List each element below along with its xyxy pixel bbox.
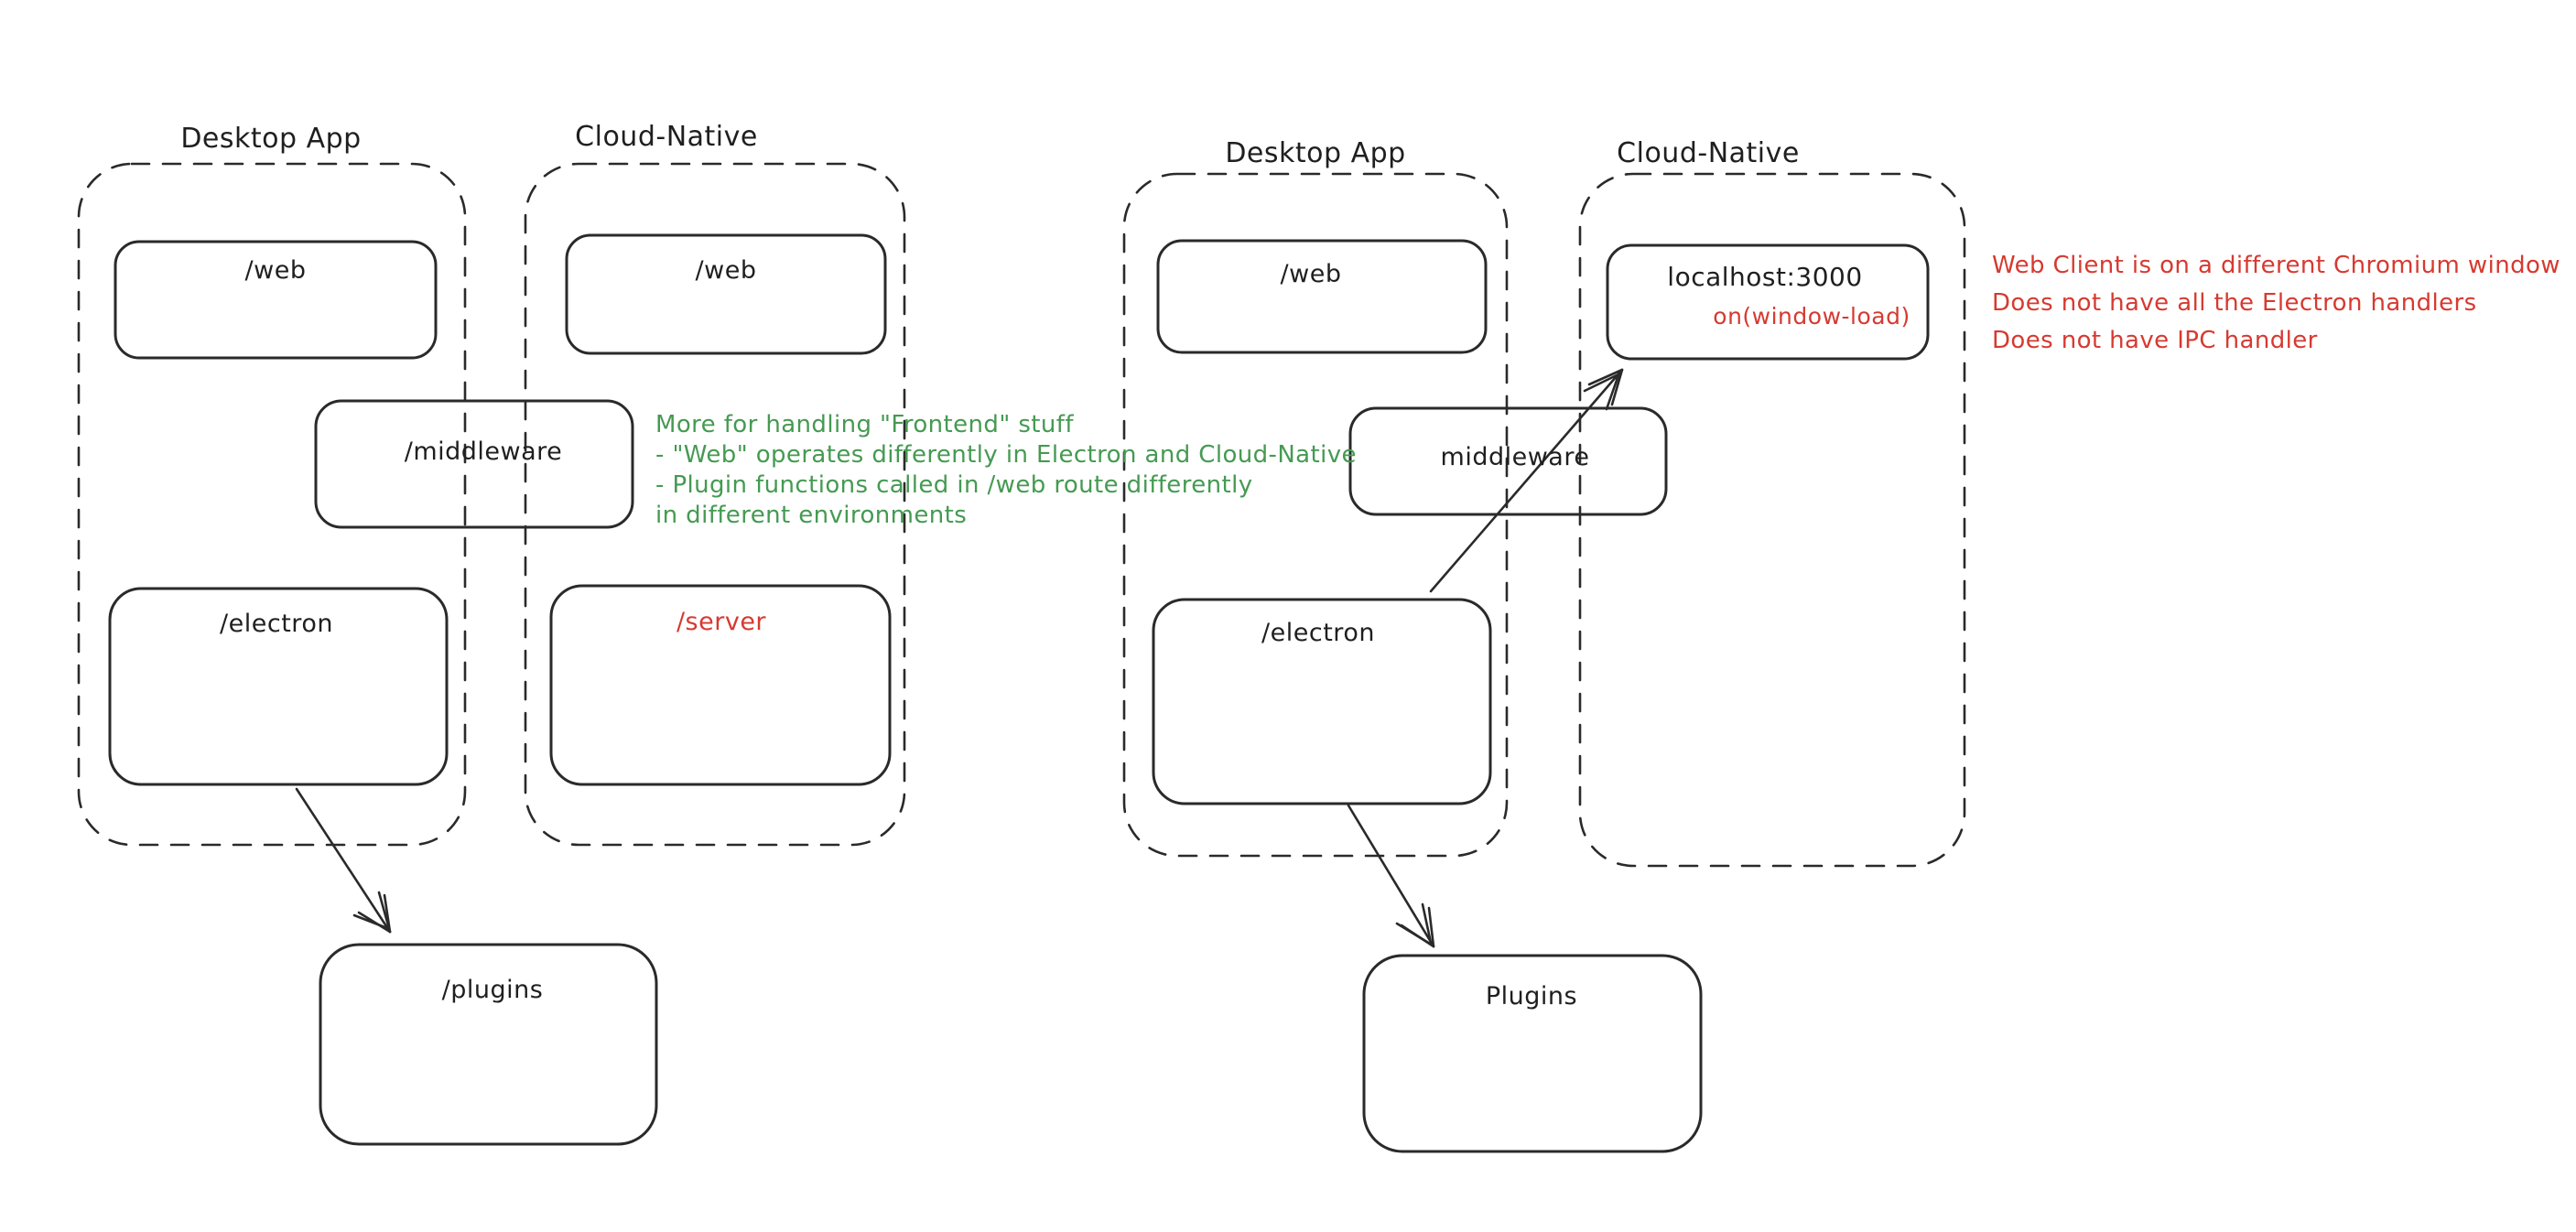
arrow-electron-to-plugins-left[interactable] bbox=[295, 787, 392, 934]
green-annotation-line1: More for handling "Frontend" stuff bbox=[655, 411, 1074, 438]
right-plugins-label[interactable]: Plugins bbox=[1485, 982, 1578, 1010]
left-server-box[interactable] bbox=[549, 584, 892, 786]
red-annotation-line1: Web Client is on a different Chromium wi… bbox=[1992, 252, 2560, 279]
right-desktop-app-label[interactable]: Desktop App bbox=[1225, 137, 1406, 169]
right-cloud-native-container[interactable] bbox=[1578, 172, 1966, 868]
right-middleware-label[interactable]: middleware bbox=[1440, 443, 1590, 471]
red-annotation-line2: Does not have all the Electron handlers bbox=[1992, 289, 2477, 317]
left-cloud-native-label[interactable]: Cloud-Native bbox=[575, 121, 758, 153]
right-localhost-box[interactable] bbox=[1606, 243, 1930, 361]
right-localhost-event-label[interactable]: on(window-load) bbox=[1713, 303, 1910, 330]
left-desktop-app-label[interactable]: Desktop App bbox=[180, 123, 362, 155]
left-web-cloud-label[interactable]: /web bbox=[695, 256, 757, 285]
left-cloud-native-container[interactable] bbox=[524, 162, 906, 847]
left-server-label[interactable]: /server bbox=[676, 608, 767, 636]
right-web-box[interactable] bbox=[1156, 239, 1488, 354]
arrow-electron-to-plugins-right[interactable] bbox=[1347, 804, 1435, 948]
left-plugins-label[interactable]: /plugins bbox=[441, 976, 544, 1004]
right-localhost-label[interactable]: localhost:3000 bbox=[1667, 262, 1863, 292]
right-desktop-app-container[interactable] bbox=[1122, 172, 1509, 858]
red-annotation-line3: Does not have IPC handler bbox=[1992, 327, 2318, 354]
green-annotation-line3: - Plugin functions called in /web route … bbox=[655, 471, 1253, 499]
left-electron-label[interactable]: /electron bbox=[220, 610, 333, 638]
left-web-cloud-box[interactable] bbox=[565, 233, 887, 355]
right-cloud-native-label[interactable]: Cloud-Native bbox=[1617, 137, 1800, 169]
right-plugins-box[interactable] bbox=[1362, 954, 1703, 1153]
left-middleware-label[interactable]: /middleware bbox=[404, 438, 563, 466]
red-annotation[interactable]: Web Client is on a different Chromium wi… bbox=[1992, 247, 2560, 360]
right-electron-label[interactable]: /electron bbox=[1261, 619, 1375, 647]
right-web-label[interactable]: /web bbox=[1280, 260, 1342, 288]
left-web-desktop-box[interactable] bbox=[114, 240, 438, 360]
green-annotation-line2: - "Web" operates differently in Electron… bbox=[655, 441, 1357, 469]
left-middleware-box[interactable] bbox=[314, 399, 634, 529]
right-middleware-box[interactable] bbox=[1348, 406, 1668, 516]
left-web-desktop-label[interactable]: /web bbox=[244, 256, 307, 285]
left-plugins-box[interactable] bbox=[319, 943, 658, 1146]
arrow-electron-to-localhost[interactable] bbox=[1429, 368, 1624, 593]
right-electron-box[interactable] bbox=[1152, 598, 1492, 805]
green-annotation[interactable]: More for handling "Frontend" stuff - "We… bbox=[655, 410, 1357, 531]
left-desktop-app-container[interactable] bbox=[77, 162, 467, 847]
green-annotation-line4: in different environments bbox=[655, 502, 968, 529]
left-electron-box[interactable] bbox=[108, 587, 449, 786]
